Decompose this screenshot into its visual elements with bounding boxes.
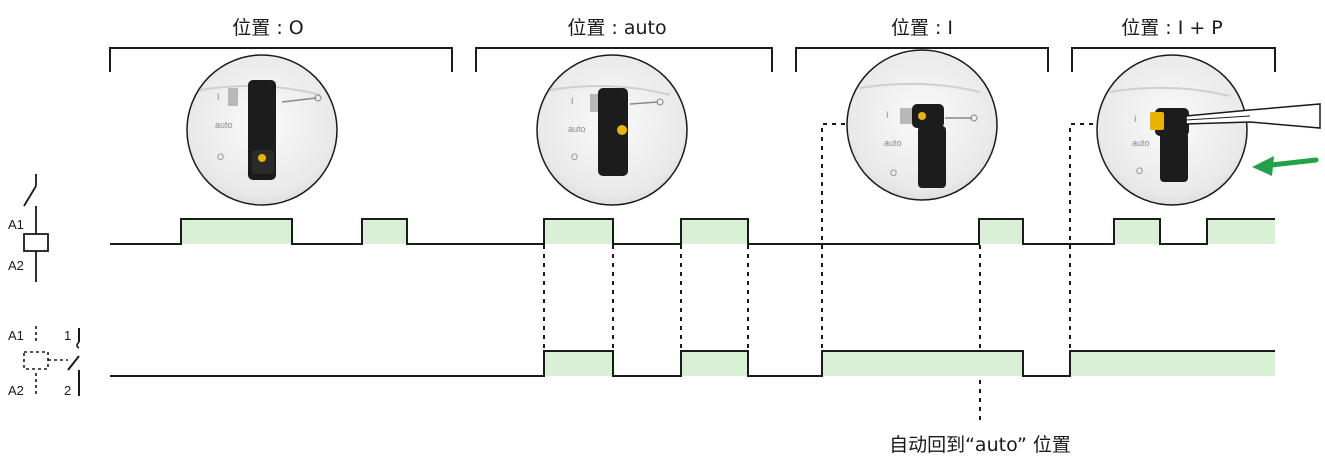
knob-photo-o: I auto O [186, 54, 338, 206]
knob-label-i: I [886, 110, 889, 120]
contact-symbol [23, 326, 80, 396]
screwdriver-icon [1185, 103, 1321, 129]
contact-pole-2: 2 [64, 383, 71, 398]
knob-label-o: O [571, 152, 578, 162]
knob-label-auto: auto [568, 124, 586, 134]
contact-pole-1: 1 [64, 328, 71, 343]
coil-terminal-a2: A2 [8, 258, 24, 273]
knob-photo-auto: I auto O [536, 54, 688, 206]
section-title-i-plus-p: 位置 : I + P [1121, 17, 1223, 39]
knob-label-o: O [217, 152, 224, 162]
dashed-link-i-plus-p [1069, 123, 1098, 348]
dashed-link-i [821, 123, 848, 348]
knob-label-o: O [890, 168, 897, 178]
coil-terminal-a1: A1 [8, 217, 24, 232]
auto-return-note: 自动回到“auto” 位置 [889, 434, 1071, 456]
knob-label-auto: auto [1132, 138, 1150, 148]
section-title-o: 位置 : O [232, 17, 303, 39]
knob-photo-i: I auto O [846, 49, 998, 201]
contact-terminal-a1: A1 [8, 328, 24, 343]
section-bracket-i-plus-p [1071, 47, 1276, 72]
knob-label-i: I [571, 96, 574, 106]
section-bracket-auto [475, 47, 773, 72]
section-title-i: 位置 : I [891, 17, 953, 39]
contact-signal [110, 350, 1275, 377]
coil-signal [110, 218, 1275, 245]
push-arrow-icon [1252, 156, 1319, 176]
contact-terminal-a2: A2 [8, 383, 24, 398]
knob-label-auto: auto [884, 138, 902, 148]
section-bracket-o [109, 47, 453, 72]
knob-label-i: I [217, 92, 220, 102]
section-bracket-i [795, 47, 1049, 72]
knob-label-auto: auto [215, 120, 233, 130]
section-title-auto: 位置 : auto [567, 17, 666, 39]
knob-label-i: I [1134, 114, 1137, 124]
coil-symbol [23, 174, 49, 282]
knob-photo-i-plus-p: I auto O [1096, 54, 1248, 206]
knob-label-o: O [1136, 166, 1143, 176]
